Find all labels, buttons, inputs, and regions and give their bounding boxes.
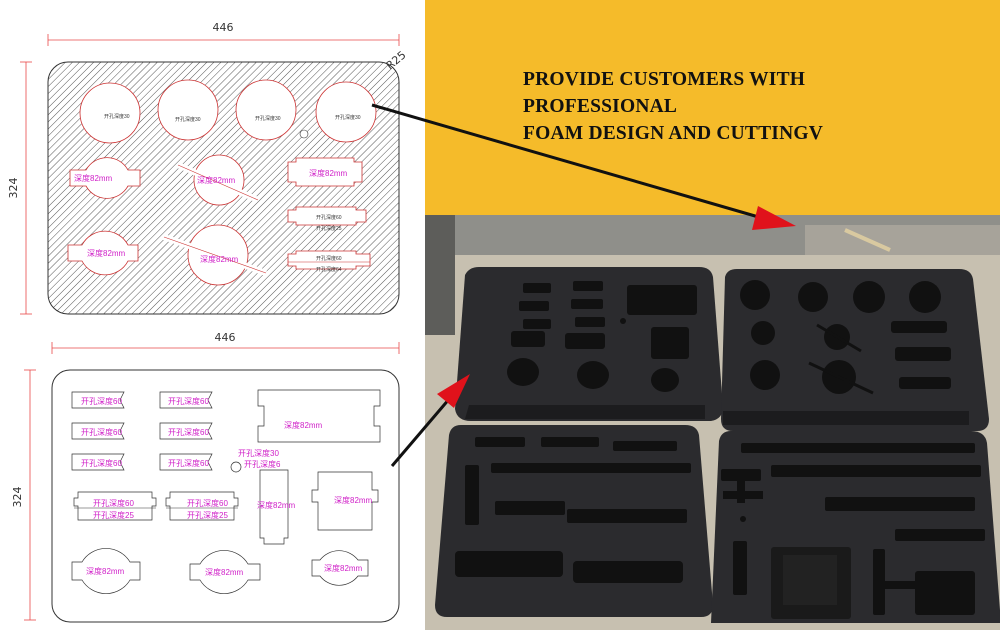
slot-cutout — [159, 453, 213, 471]
foam-block-3 — [435, 425, 713, 617]
circle-cutout — [315, 81, 377, 143]
slot-label: 开孔深度60 — [81, 458, 122, 468]
circle-label: 开孔深度30 — [255, 115, 281, 122]
foam-inserts-photo — [425, 215, 1000, 630]
foam-block-4 — [711, 431, 1000, 623]
circle-cutout — [79, 82, 141, 144]
double-slot-cutout — [165, 491, 239, 521]
slot-cutout — [287, 206, 367, 226]
slot-cutout — [71, 453, 125, 471]
slot-label: 开孔深度60 — [168, 427, 209, 437]
cad-drawing-svg: 446 324 R25 开孔深度30 开孔深度30 开孔深度30 开孔深度30 … — [7, 21, 409, 623]
slot-label: 开孔深度60 — [168, 396, 209, 406]
hole-label: 开孔深度6 — [244, 459, 281, 469]
small-hole — [299, 129, 309, 139]
slot-label: 开孔深度25 — [316, 225, 342, 232]
pocket-label: 深度82mm — [86, 566, 125, 576]
square-label: 深度82mm — [334, 495, 373, 505]
bottom-round-pockets: 深度82mm 深度82mm 深度82mm — [71, 548, 369, 594]
slot-label: 开孔深度60 — [316, 214, 342, 221]
square-pocket-cutout — [311, 471, 379, 531]
pocket-label: 深度82mm — [74, 173, 113, 183]
bottom-drawing: 446 324 开孔深度60 开孔深度60 开孔深度60 开孔深度60 开孔深度… — [11, 331, 400, 623]
foam-photo-svg — [425, 215, 1000, 630]
round-pocket — [67, 230, 139, 276]
tall-slot-cutout — [259, 469, 289, 545]
slot-cutout — [287, 250, 371, 270]
foam-block-2 — [721, 269, 989, 431]
tall-label: 深度82mm — [257, 500, 296, 510]
top-slot-cutouts: 开孔深度60 开孔深度25 开孔深度60 开孔深度64 — [287, 206, 371, 273]
round-pocket — [69, 157, 141, 199]
headline-line-2: FOAM DESIGN AND CUTTINGV — [523, 123, 824, 144]
hole-label: 开孔深度30 — [238, 448, 279, 458]
top-circle-cutouts: 开孔深度30 开孔深度30 开孔深度30 开孔深度30 — [79, 79, 377, 144]
top-bottom-pockets: 深度82mm 深度82mm — [67, 224, 267, 286]
pocket-label: 深度82mm — [197, 175, 236, 185]
circle-cutout — [157, 79, 219, 141]
small-hole — [230, 461, 242, 473]
round-pocket — [71, 548, 141, 594]
block-label: 深度82mm — [284, 420, 323, 430]
top-pocket-cutouts: 深度82mm 深度82mm 深度82mm — [69, 154, 363, 206]
foam-block-1 — [455, 267, 723, 421]
double-label: 开孔深度25 — [187, 510, 228, 520]
slot-label: 开孔深度60 — [168, 458, 209, 468]
slot-cutout — [71, 391, 125, 409]
double-label: 开孔深度60 — [93, 498, 134, 508]
bottom-slot-grid: 开孔深度60 开孔深度60 开孔深度60 开孔深度60 开孔深度60 开孔深度6… — [71, 391, 213, 471]
top-width-dim: 446 — [213, 21, 234, 34]
headline-banner: PROVIDE CUSTOMERS WITH PROFESSIONAL FOAM… — [425, 0, 1000, 215]
pocket-label: 深度82mm — [200, 254, 239, 264]
circle-label: 开孔深度30 — [104, 113, 130, 120]
slot-cutout — [71, 422, 125, 440]
circle-label: 开孔深度30 — [175, 116, 201, 123]
round-pocket — [189, 550, 261, 594]
slot-cutout — [159, 391, 213, 409]
pocket-label: 深度82mm — [205, 567, 244, 577]
pocket-label: 深度82mm — [324, 563, 363, 573]
bottom-double-slots: 开孔深度60 开孔深度25 开孔深度60 开孔深度25 — [73, 491, 239, 521]
rect-pocket — [287, 157, 363, 187]
circle-label: 开孔深度30 — [335, 114, 361, 121]
double-label: 开孔深度60 — [187, 498, 228, 508]
double-slot-cutout — [73, 491, 157, 521]
cad-drawing-panel: 446 324 R25 开孔深度30 开孔深度30 开孔深度30 开孔深度30 … — [0, 0, 425, 630]
slot-label: 开孔深度60 — [81, 396, 122, 406]
headline: PROVIDE CUSTOMERS WITH PROFESSIONAL FOAM… — [523, 66, 963, 147]
top-drawing: 446 324 R25 开孔深度30 开孔深度30 开孔深度30 开孔深度30 … — [7, 21, 409, 315]
round-pocket — [311, 550, 369, 586]
slot-label: 开孔深度60 — [316, 255, 342, 262]
double-label: 开孔深度25 — [93, 510, 134, 520]
bottom-width-dim: 446 — [215, 331, 236, 344]
slot-cutout — [159, 422, 213, 440]
top-height-dim: 324 — [7, 178, 20, 199]
slot-label: 开孔深度60 — [81, 427, 122, 437]
circle-cutout — [235, 79, 297, 141]
pocket-label: 深度82mm — [309, 168, 348, 178]
pocket-label: 深度82mm — [87, 248, 126, 258]
slot-label: 开孔深度64 — [316, 266, 342, 273]
headline-line-1: PROVIDE CUSTOMERS WITH PROFESSIONAL — [523, 69, 806, 117]
bottom-height-dim: 324 — [11, 487, 24, 508]
large-block-cutout — [257, 389, 381, 443]
